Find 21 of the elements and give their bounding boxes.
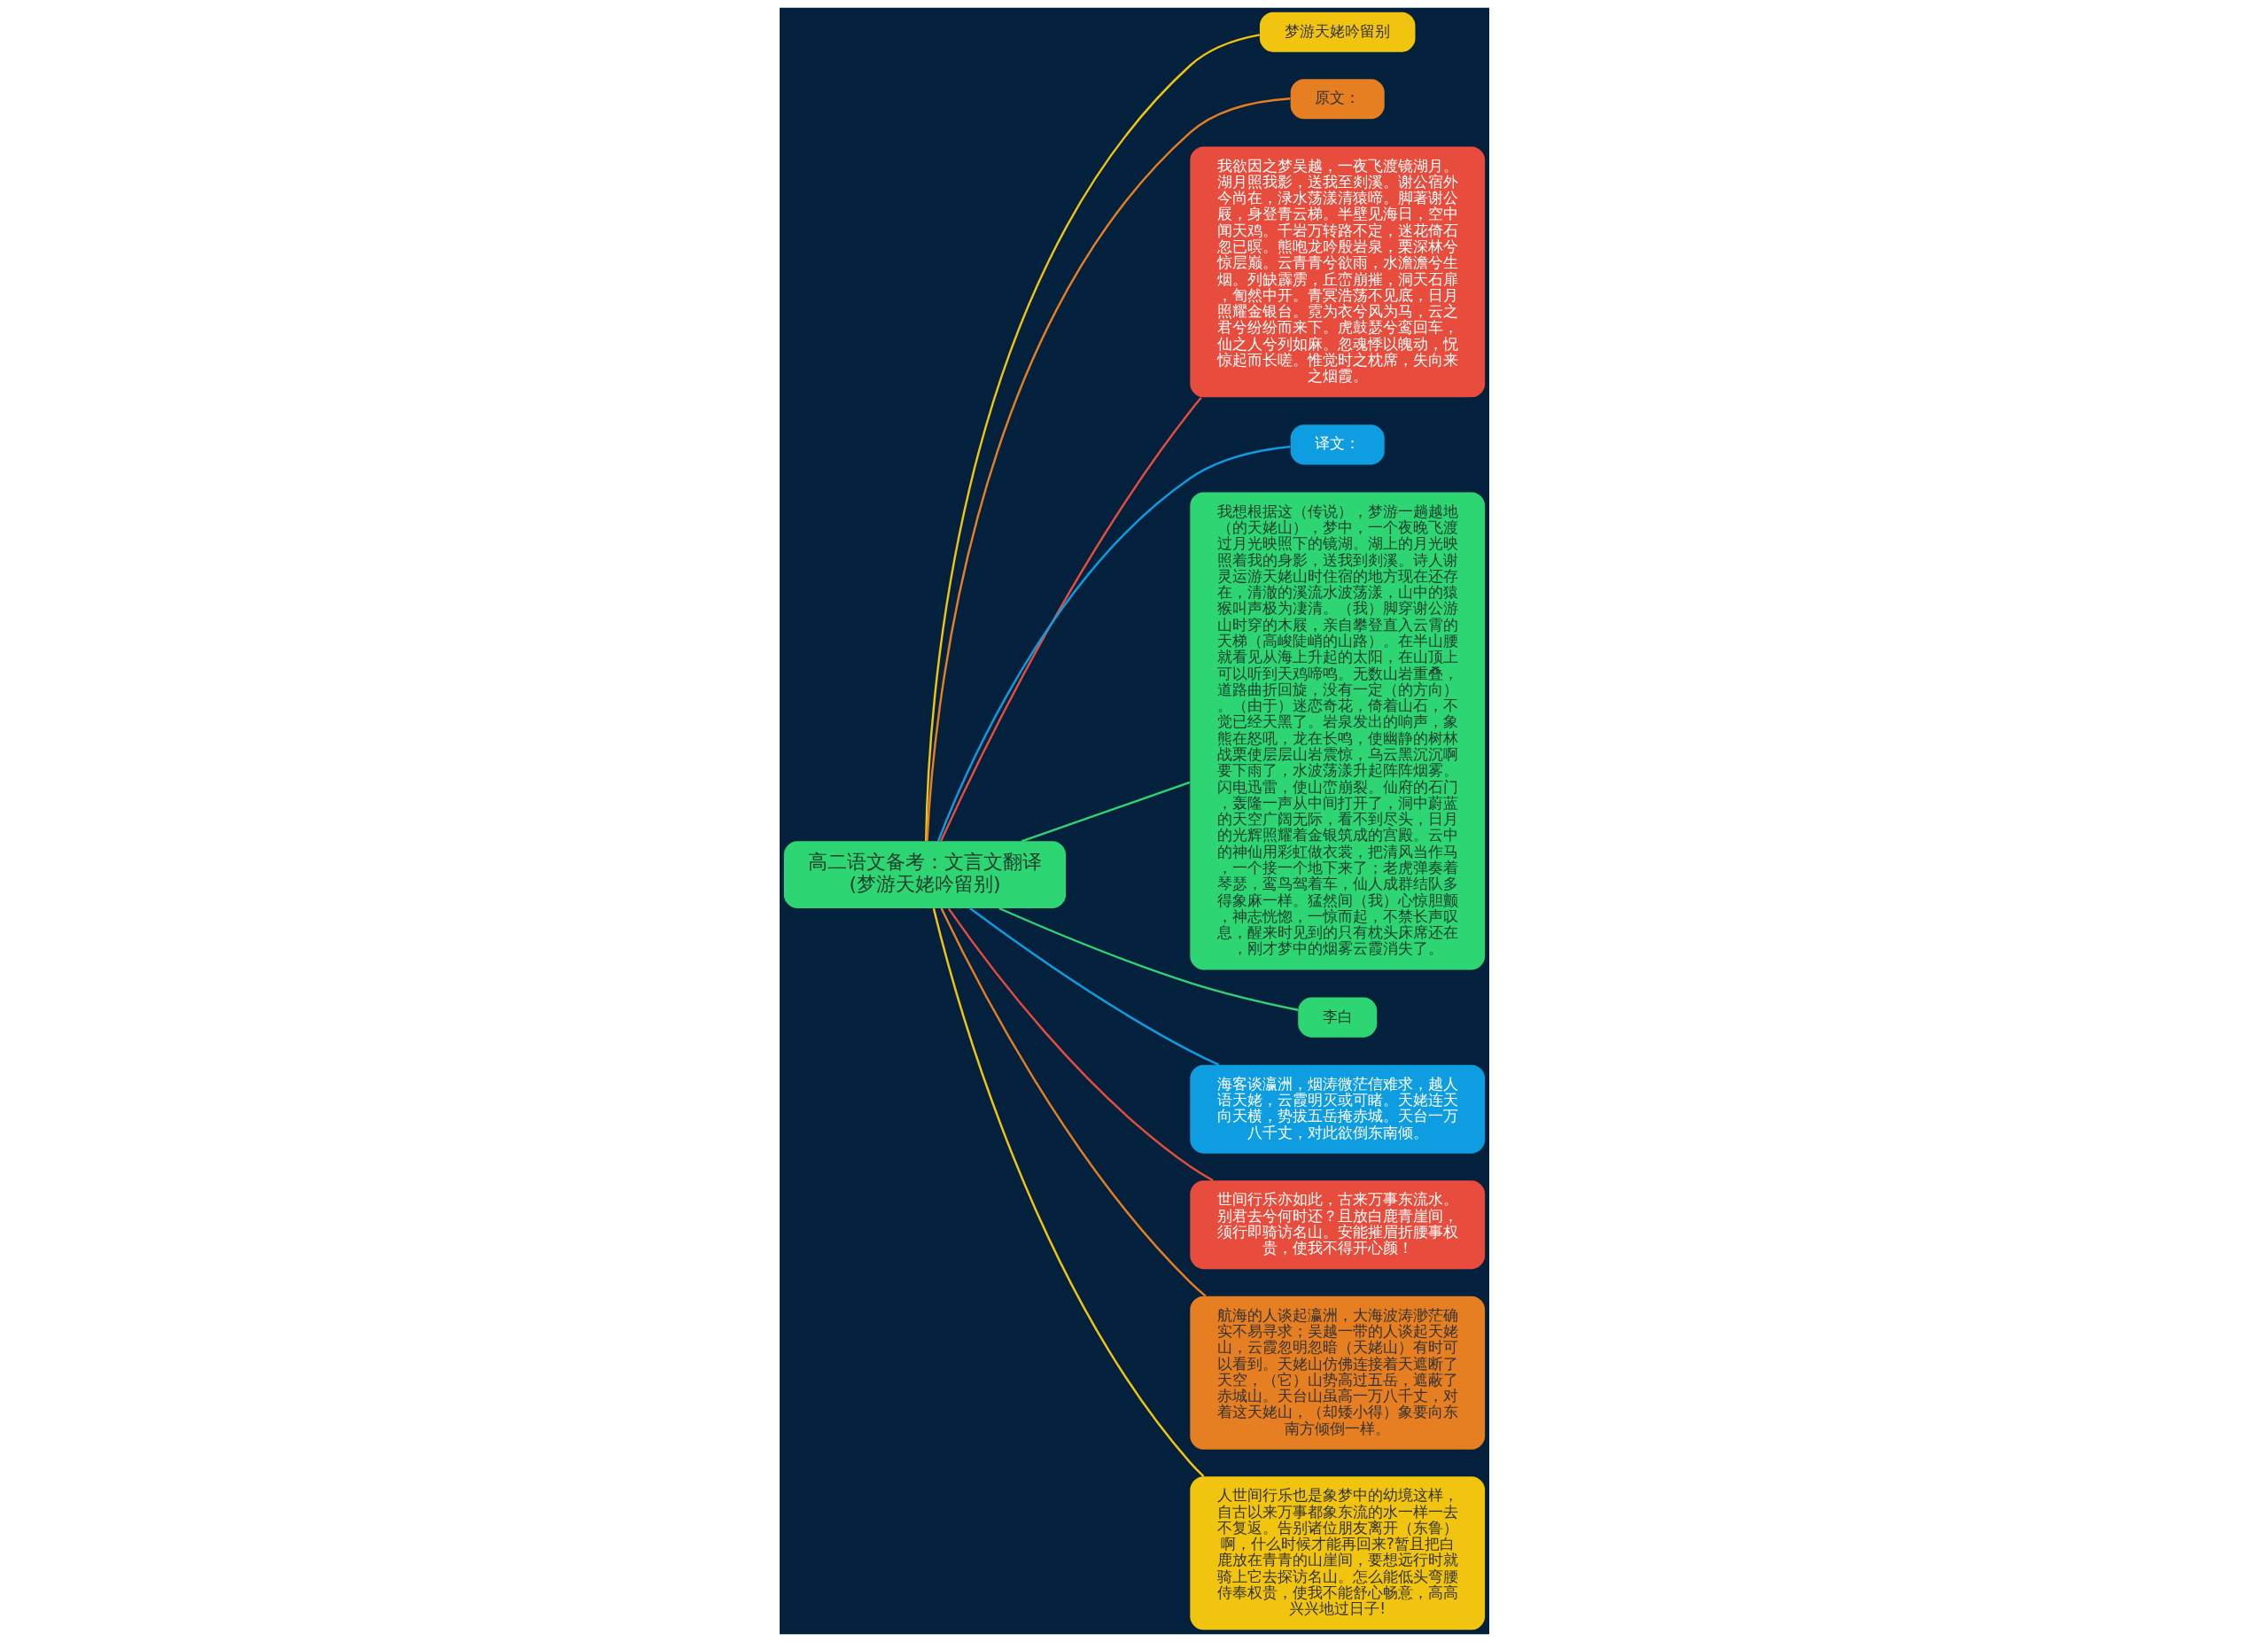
connector xyxy=(1021,781,1190,843)
connector xyxy=(947,907,1214,1182)
connector xyxy=(932,907,1204,1478)
connector xyxy=(936,445,1291,842)
node-box: 原文： xyxy=(1290,79,1385,120)
node-box: 人世间行乐也是象梦中的幼境这样，自古以来万事都象东流的水一样一去不复返。告别诸位朋友离开（东鲁）啊，什么时候才能再回来?暂且把白鹿放在青青的山崖间，要想远行时就骑上它去探访名山。怎么能低头弯腰侍奉权贵，使我不能舒心畅意，高高兴兴地过日子! xyxy=(1189,1476,1485,1630)
node-box: 李白 xyxy=(1297,997,1377,1038)
connector xyxy=(998,907,1298,1011)
node-box: 我想根据这（传说），梦游一趟越地（的天姥山），梦中，一个夜晚飞渡过月光映照下的镜湖。湖上的月光映照着我的身影，送我到剡溪。诗人谢灵运游天姥山时住宿的地方现在还存在，清澈的溪流水波荡漾，山中的猿猴叫声极为凄清。（我）脚穿谢公游山时穿的木屐，亲自攀登直入云霄的天梯（高峻陡峭的山路）。在半山腰就看见从海上升起的太阳，在山顶上可以听到天鸡啼鸣。无数山岩重叠，道路曲折回旋，没有一定（的方向）。（由于）迷恋奇花，倚着山石，不觉已经天黑了。岩泉发出的响声，象熊在怒吼，龙在长鸣，使幽静的树林战栗使层层山岩震惊，乌云黑沉沉啊要下雨了，水波荡漾升起阵阵烟雾。闪电迅雷，使山峦崩裂。仙府的石门，轰隆一声从中间打开了，洞中蔚蓝的天空广阔无际，看不到尽头，日月的光辉照耀着金银筑成的宫殿。云中的神仙用彩虹做衣裳，把清风当作马，一个接一个地下来了；老虎弹奏着琴瑟，鸾鸟驾着车，仙人成群结队多得象麻一样。猛然间（我）心惊胆颤，神志恍惚，一惊而起，不禁长声叹息，醒来时见到的只有枕头床席还在，刚才梦中的烟雾云霞消失了。 xyxy=(1189,492,1485,970)
node-box: 海客谈瀛洲，烟涛微茫信难求，越人语天姥，云霞明灭或可睹。天姥连天向天横，势拔五岳掩赤城。天台一万八千丈，对此欲倒东南倾。 xyxy=(1189,1064,1485,1154)
connector xyxy=(925,97,1291,842)
node-box: 航海的人谈起瀛洲，大海波涛渺茫确实不易寻求；吴越一带的人谈起天姥山，云霞忽明忽暗（天姥山）有时可以看到。天姥山仿佛连接着天遮断了天空，（它）山势高过五岳，遮蔽了赤城山。天台山虽高一万八千丈，对着这天姥山，（却矮小得）象要向东南方倾倒一样。 xyxy=(1189,1296,1485,1450)
node-box: 译文： xyxy=(1290,424,1385,465)
node-box: 世间行乐亦如此，古来万事东流水。别君去兮何时还？且放白鹿青崖间，须行即骑访名山。安能摧眉折腰事权贵，使我不得开心颜！ xyxy=(1189,1180,1485,1270)
node-box: 梦游天姥吟留别 xyxy=(1259,12,1415,52)
node-box: 我欲因之梦吴越，一夜飞渡镜湖月。湖月照我影，送我至剡溪。谢公宿外今尚在，渌水荡漾清猿啼。脚著谢公屐，身登青云梯。半壁见海日，空中闻天鸡。千岩万转路不定，迷花倚石忽已暝。熊咆龙吟殷岩泉，栗深林兮惊层巅。云青青兮欲雨，水澹澹兮生烟。列缺霹雳，丘峦崩摧，洞天石扉，訇然中开。青冥浩荡不见底，日月照耀金银台。霓为衣兮风为马，云之君兮纷纷而来下。虎鼓瑟兮鸾回车，仙之人兮列如麻。忽魂悸以魄动，怳惊起而长嗟。惟觉时之枕席，失向来之烟霞。 xyxy=(1189,146,1485,398)
node-box: 高二语文备考：文言文翻译(梦游天姥吟留别) xyxy=(783,841,1066,908)
connector xyxy=(939,396,1202,842)
connector xyxy=(968,907,1219,1066)
connector xyxy=(939,907,1207,1297)
connector xyxy=(924,34,1260,841)
